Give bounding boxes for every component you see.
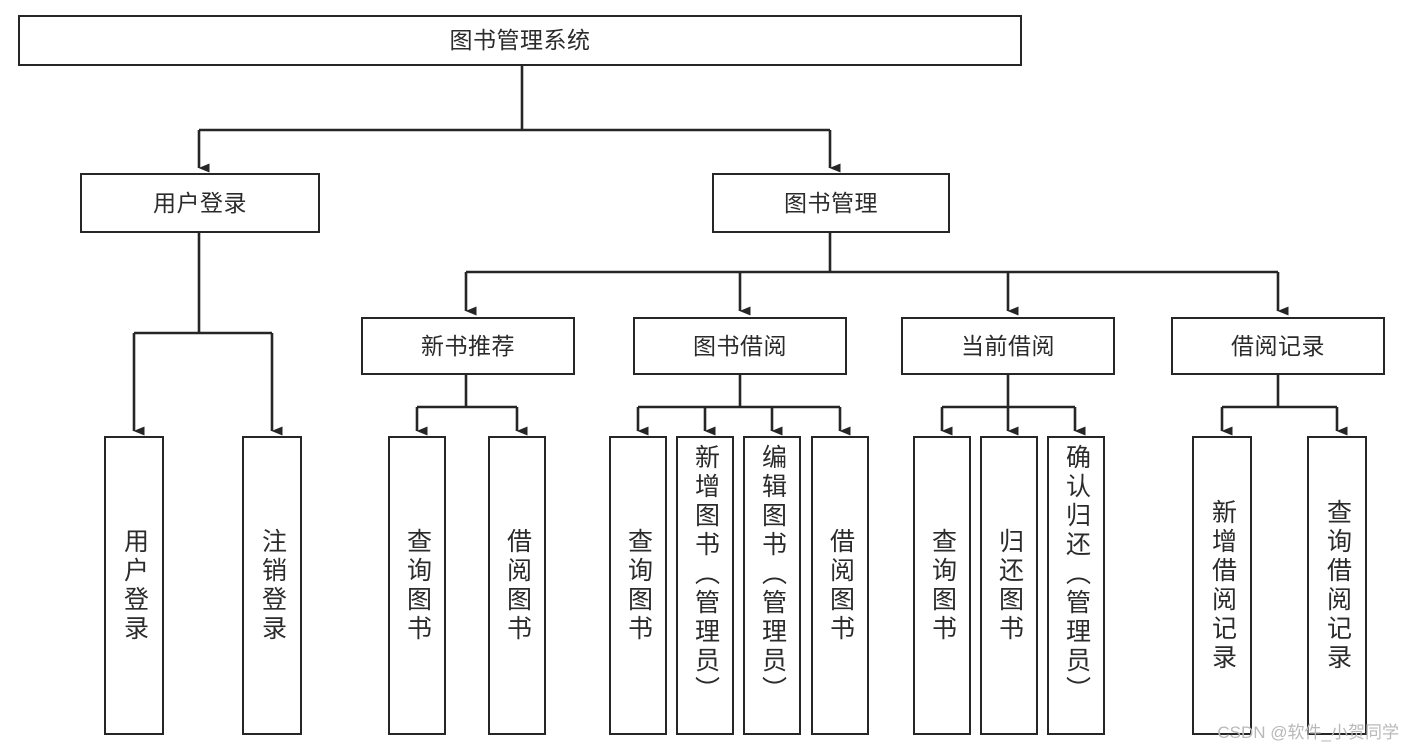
node-root[interactable]: 图书管理系统 <box>18 15 1022 66</box>
node-leaf-query-book-2[interactable]: 查询图书 <box>609 436 667 735</box>
node-leaf-query-book-2-label: 查询图书 <box>624 527 653 644</box>
node-new-book-recommend[interactable]: 新书推荐 <box>361 317 575 375</box>
node-borrow-record-label: 借阅记录 <box>1231 332 1325 359</box>
node-leaf-borrow-book-1-label: 借阅图书 <box>503 527 532 644</box>
node-leaf-query-book-1[interactable]: 查询图书 <box>388 436 446 735</box>
node-current-borrow-label: 当前借阅 <box>961 332 1055 359</box>
node-leaf-edit-book-label: 编辑图书（管理员） <box>758 444 787 705</box>
node-user-login[interactable]: 用户登录 <box>80 173 320 233</box>
node-leaf-add-book[interactable]: 新增图书（管理员） <box>676 436 734 735</box>
node-book-borrow-label: 图书借阅 <box>693 332 787 359</box>
node-leaf-query-book-3-label: 查询图书 <box>928 527 957 644</box>
node-book-manage-label: 图书管理 <box>784 189 878 216</box>
node-leaf-return-book-label: 归还图书 <box>995 527 1024 644</box>
node-book-manage[interactable]: 图书管理 <box>712 173 950 233</box>
node-leaf-add-book-label: 新增图书（管理员） <box>691 444 720 705</box>
node-leaf-logout[interactable]: 注销登录 <box>242 436 302 735</box>
watermark-text: CSDN @软件_小贺同学 <box>1217 723 1399 742</box>
node-new-book-recommend-label: 新书推荐 <box>421 332 515 359</box>
node-leaf-query-book-1-label: 查询图书 <box>403 527 432 644</box>
node-leaf-edit-book[interactable]: 编辑图书（管理员） <box>743 436 801 735</box>
node-user-login-label: 用户登录 <box>153 189 247 216</box>
node-borrow-record[interactable]: 借阅记录 <box>1171 317 1385 375</box>
node-book-borrow[interactable]: 图书借阅 <box>633 317 847 375</box>
node-leaf-query-book-3[interactable]: 查询图书 <box>913 436 971 735</box>
node-leaf-borrow-book-2-label: 借阅图书 <box>826 527 855 644</box>
node-leaf-confirm-return[interactable]: 确认归还（管理员） <box>1047 436 1105 735</box>
node-leaf-logout-label: 注销登录 <box>258 527 287 644</box>
node-leaf-user-login[interactable]: 用户登录 <box>104 436 164 735</box>
node-current-borrow[interactable]: 当前借阅 <box>901 317 1115 375</box>
node-leaf-user-login-label: 用户登录 <box>120 527 149 644</box>
node-leaf-borrow-book-2[interactable]: 借阅图书 <box>811 436 869 735</box>
node-root-label: 图书管理系统 <box>449 27 591 54</box>
node-leaf-return-book[interactable]: 归还图书 <box>980 436 1038 735</box>
node-leaf-query-record[interactable]: 查询借阅记录 <box>1307 436 1367 735</box>
node-leaf-query-record-label: 查询借阅记录 <box>1323 498 1352 673</box>
node-leaf-add-record-label: 新增借阅记录 <box>1208 498 1237 673</box>
node-leaf-confirm-return-label: 确认归还（管理员） <box>1062 444 1091 705</box>
node-leaf-borrow-book-1[interactable]: 借阅图书 <box>488 436 546 735</box>
node-leaf-add-record[interactable]: 新增借阅记录 <box>1192 436 1252 735</box>
